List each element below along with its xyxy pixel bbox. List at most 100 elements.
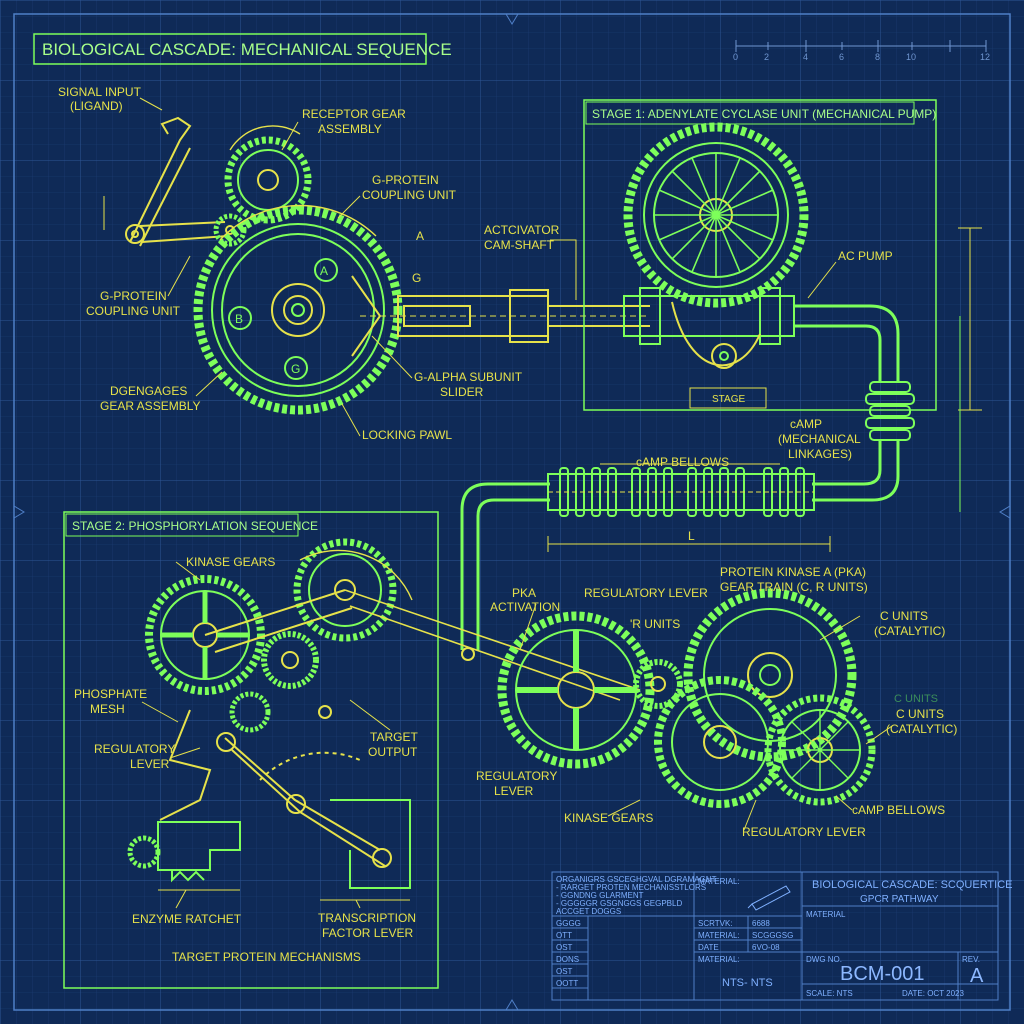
label-c-units-1-sub: (CATALYTIC) xyxy=(874,624,945,638)
label-activator: ACTCIVATOR xyxy=(484,223,560,237)
label-phosphate: PHOSPHATE xyxy=(74,687,147,701)
tb-nts: NTS- NTS xyxy=(722,977,773,989)
scale-tick-label: 0 xyxy=(733,52,738,62)
stage1-frame xyxy=(583,99,937,411)
tb-material-header: MATERIAL: xyxy=(698,877,740,886)
tb-doc-subtitle: GPCR PATHWAY xyxy=(860,894,939,905)
label-pka-gear-train: PROTEIN KINASE A (PKA) xyxy=(720,565,866,579)
scale-tick-label: 10 xyxy=(906,52,916,62)
label-phosphate-mesh: MESH xyxy=(90,702,125,716)
labels-right: AC PUMP cAMP (MECHANICAL LINKAGES) cAMP … xyxy=(476,249,957,839)
label-camp: cAMP xyxy=(790,417,822,431)
label-disengages-sub: GEAR ASSEMBLY xyxy=(100,399,200,413)
label-disengages: DGENGAGES xyxy=(110,384,187,398)
diagram-title: BIOLOGICAL CASCADE: MECHANICAL SEQUENCE xyxy=(42,40,452,59)
label-marker-a: A xyxy=(416,229,424,243)
label-transcription: TRANSCRIPTION xyxy=(318,911,416,925)
stage2-title: STAGE 2: PHOSPHORYLATION SEQUENCE xyxy=(72,519,318,533)
labels-upper-left: SIGNAL INPUT (LIGAND) RECEPTOR GEAR ASSE… xyxy=(58,85,560,442)
stage2-kinase-gears xyxy=(145,538,413,733)
tb-mid-key: SCRTVK: xyxy=(698,919,733,928)
tb-material-bottom: MATERIAL: xyxy=(698,955,740,964)
camp-linkage-bellows xyxy=(865,381,915,441)
tb-scale: SCALE: NTS xyxy=(806,989,853,998)
dimension-lines-right xyxy=(958,227,982,512)
tb-date: DATE: OCT 2023 xyxy=(902,989,965,998)
camp-bellows xyxy=(547,467,815,517)
center-mark-bottom xyxy=(505,999,519,1011)
tb-note-2: - RARGET PROTEN MECHANISSTLORS xyxy=(556,883,706,892)
label-regulatory-lever-top: REGULATORY LEVER xyxy=(584,586,708,600)
label-g-alpha: G-ALPHA SUBUNIT xyxy=(414,370,523,384)
tb-note-3: - GGNDNG GLARMENT xyxy=(556,891,644,900)
gear-marker-g: G xyxy=(291,362,300,376)
center-mark-right xyxy=(999,505,1011,519)
tb-dwg-no: BCM-001 xyxy=(840,963,924,985)
activator-cam-shaft xyxy=(360,289,650,343)
label-transcription-lever: FACTOR LEVER xyxy=(322,926,413,940)
tb-mid-key: DATE xyxy=(698,943,719,952)
bellows-dimension xyxy=(547,463,831,552)
center-mark-top xyxy=(505,13,519,25)
label-r-units: 'R UNITS xyxy=(630,617,680,631)
label-camp-bellows-bottom: cAMP BELLOWS xyxy=(852,803,945,817)
tb-mid-value: SCGGGSG xyxy=(752,931,793,940)
label-regulatory-lever-mid-sub: LEVER xyxy=(494,784,534,798)
tb-mid-value: 6688 xyxy=(752,919,770,928)
label-receptor-gear-sub: ASSEMBLY xyxy=(318,122,382,136)
label-locking-pawl: LOCKING PAWL xyxy=(362,428,452,442)
pka-gear-train xyxy=(497,588,876,808)
tb-left-row: DONS xyxy=(556,955,579,964)
label-c-units-1: C UNITS xyxy=(880,609,928,623)
label-regulatory: REGULATORY xyxy=(94,742,175,756)
title-block xyxy=(551,871,999,1001)
scale-tick-label: 12 xyxy=(980,52,990,62)
label-target: TARGET xyxy=(370,730,418,744)
title-frame xyxy=(33,33,427,65)
label-c-units-2-sub: (CATALYTIC) xyxy=(886,722,957,736)
tb-left-row: OOTT xyxy=(556,979,578,988)
tb-material-right: MATERIAL xyxy=(806,910,846,919)
tb-mid-value: 6VO-08 xyxy=(752,943,780,952)
scale-tick-label: 6 xyxy=(839,52,844,62)
scale-bar xyxy=(735,40,987,52)
label-receptor-gear: RECEPTOR GEAR xyxy=(302,107,406,121)
label-c-units-2: C UNITS xyxy=(896,707,944,721)
label-target-output: OUTPUT xyxy=(368,745,418,759)
center-mark-left xyxy=(13,505,25,519)
tb-note-4: - GGGGGR GSGNGGS GEGPBLD xyxy=(556,899,682,908)
scale-tick-label: 4 xyxy=(803,52,808,62)
label-regulatory-lever-bottom: REGULATORY LEVER xyxy=(742,825,866,839)
tb-note-5: ACCGET DOGGS xyxy=(556,907,621,916)
tb-note-1: ORGANIGRS GSCEGHGVAL DGRAMAGNT xyxy=(556,875,717,884)
label-g-protein-top: G-PROTEIN xyxy=(372,173,439,187)
adenylate-cyclase-wheel xyxy=(623,122,809,308)
gear-marker-b: B xyxy=(235,312,243,326)
stage2-frame xyxy=(63,511,439,989)
label-regulatory-lever: LEVER xyxy=(130,757,170,771)
label-g-protein-top-sub: COUPLING UNIT xyxy=(362,188,457,202)
stage2-levers xyxy=(159,589,641,868)
camp-tube xyxy=(460,304,900,661)
label-dimension-l: L xyxy=(688,529,695,543)
label-ac-pump: AC PUMP xyxy=(838,249,893,263)
label-g-protein-left-sub: COUPLING UNIT xyxy=(86,304,181,318)
stage1-title: STAGE 1: ADENYLATE CYCLASE UNIT (MECHANI… xyxy=(592,107,936,121)
label-kinase-gears: KINASE GEARS xyxy=(186,555,275,569)
label-signal-input: SIGNAL INPUT xyxy=(58,85,142,99)
label-enzyme-ratchet: ENZYME RATCHET xyxy=(132,912,242,926)
label-signal-input-sub: (LIGAND) xyxy=(70,99,123,113)
ac-pump-body xyxy=(623,287,795,369)
tb-left-row: OST xyxy=(556,967,573,976)
label-pka-activation: PKA xyxy=(512,586,536,600)
stage1-tag: STAGE xyxy=(712,394,745,405)
stage1-title-frame xyxy=(585,101,915,125)
stage2-ratchet-and-levers xyxy=(127,799,411,901)
signal-input-lever xyxy=(103,116,229,247)
scale-tick-label: 2 xyxy=(764,52,769,62)
label-pka-gear-train-sub: GEAR TRAIN (C, R UNITS) xyxy=(720,580,868,594)
tb-dwg-label: DWG NO. xyxy=(806,955,842,964)
label-activator-sub: CAM-SHAFT xyxy=(484,238,555,252)
tb-left-row: GGGG xyxy=(556,919,581,928)
